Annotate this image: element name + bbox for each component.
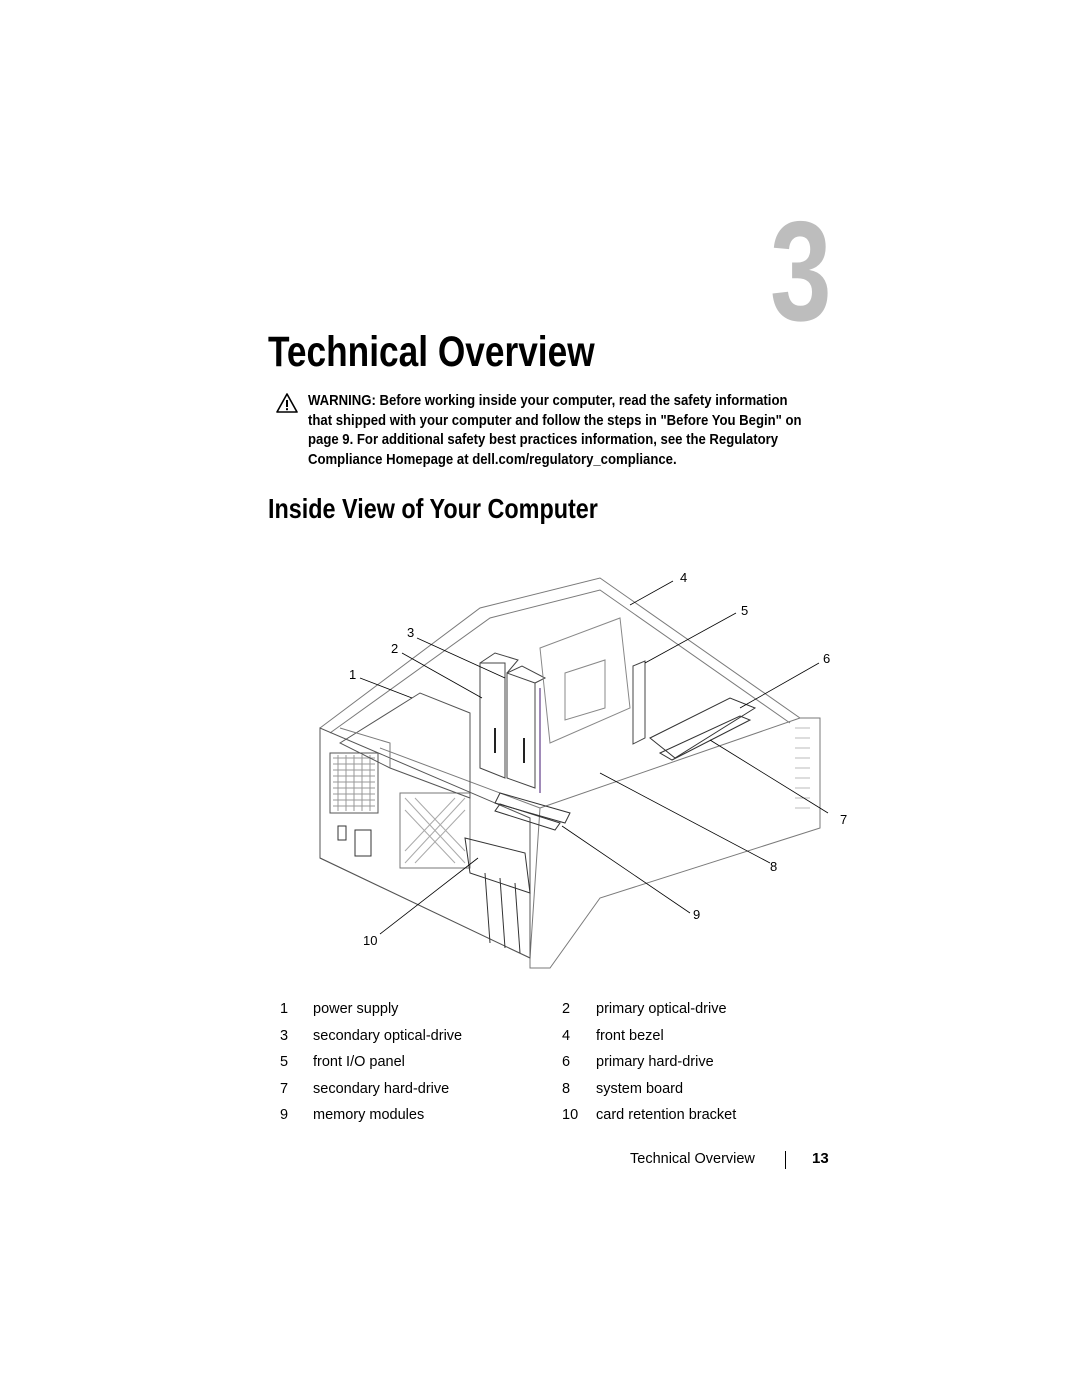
callout-5: 5 [741, 603, 749, 618]
legend-label: power supply [313, 1001, 399, 1017]
legend-table: 1 power supply 2 primary optical-drive 3… [280, 1001, 800, 1134]
legend-number: 7 [280, 1080, 289, 1097]
warning-triangle-icon [276, 393, 298, 413]
legend-row: 5 front I/O panel 6 primary hard-drive [280, 1054, 800, 1081]
legend-label: primary optical-drive [596, 1001, 727, 1017]
legend-number: 5 [280, 1054, 289, 1070]
section-title: Inside View of Your Computer [268, 493, 598, 524]
callout-10: 10 [363, 933, 378, 948]
legend-number: 1 [280, 1001, 289, 1017]
legend-row: 7 secondary hard-drive 8 system board [280, 1081, 800, 1108]
warning-body: Before working inside your computer, rea… [308, 393, 802, 468]
legend-row: 3 secondary optical-drive 4 front bezel [280, 1028, 800, 1055]
legend-row: 9 memory modules 10 card retention brack… [280, 1107, 800, 1134]
legend-label: secondary hard-drive [313, 1080, 450, 1097]
footer-section-title: Technical Overview [630, 1151, 755, 1167]
computer-inside-view-illustration: 1 2 3 4 5 6 7 8 9 10 [300, 568, 860, 978]
legend-row: 1 power supply 2 primary optical-drive [280, 1001, 800, 1028]
callout-8: 8 [770, 859, 778, 874]
callout-9: 9 [693, 907, 701, 922]
callout-4: 4 [680, 570, 688, 585]
computer-diagram [319, 577, 829, 969]
legend-label: front I/O panel [313, 1054, 405, 1070]
legend-number: 8 [562, 1080, 571, 1097]
chapter-number: 3 [770, 192, 832, 351]
legend-label: system board [596, 1080, 684, 1097]
legend-number: 3 [280, 1027, 289, 1044]
callout-6: 6 [823, 651, 831, 666]
warning-label: WARNING: [308, 393, 376, 409]
legend-number: 6 [562, 1054, 571, 1070]
callout-7: 7 [840, 812, 848, 827]
legend-number: 2 [562, 1001, 571, 1017]
legend-label: primary hard-drive [596, 1054, 714, 1070]
callout-2: 2 [391, 641, 399, 656]
legend-number: 10 [562, 1107, 579, 1123]
legend-label: memory modules [313, 1107, 425, 1123]
legend-label: front bezel [596, 1027, 664, 1044]
legend-label: secondary optical-drive [313, 1027, 463, 1044]
callout-1: 1 [349, 667, 357, 682]
chapter-title: Technical Overview [268, 328, 595, 376]
footer-divider [785, 1151, 786, 1169]
warning-text: WARNING: Before working inside your comp… [308, 392, 812, 470]
legend-label: card retention bracket [596, 1107, 737, 1123]
legend-number: 4 [562, 1027, 571, 1044]
page-number: 13 [812, 1150, 829, 1167]
legend-number: 9 [280, 1107, 289, 1123]
callout-3: 3 [407, 625, 415, 640]
